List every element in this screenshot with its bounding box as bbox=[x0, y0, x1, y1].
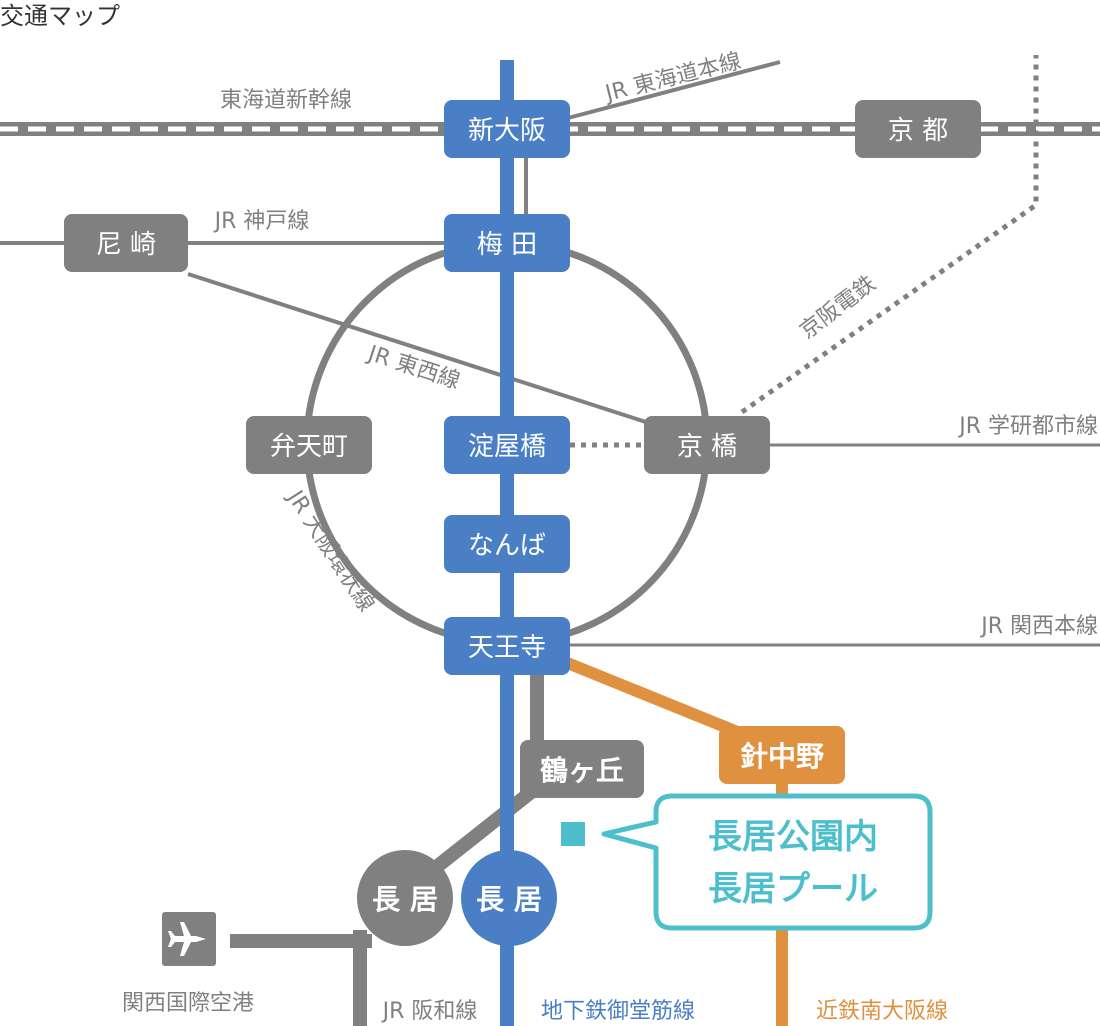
station-yodoyabashi[interactable]: 淀屋橋 bbox=[444, 416, 570, 474]
label-kansai-airport: 関西国際空港 bbox=[122, 991, 254, 1016]
svg-text:天王寺: 天王寺 bbox=[468, 633, 546, 663]
station-nagai-jr[interactable]: 長 居 bbox=[357, 850, 453, 946]
station-kyobashi[interactable]: 京 橋 bbox=[644, 416, 770, 474]
label-keihan: 京阪電鉄 bbox=[795, 271, 880, 344]
jr-tokaido-main-line bbox=[567, 60, 781, 120]
svg-text:京 都: 京 都 bbox=[888, 116, 948, 146]
airplane-icon bbox=[162, 912, 216, 966]
callout-line-1: 長居公園内 bbox=[708, 817, 878, 857]
station-tennoji[interactable]: 天王寺 bbox=[444, 617, 570, 675]
label-kintetsu-minami-osaka: 近鉄南大阪線 bbox=[816, 999, 948, 1024]
svg-text:長 居: 長 居 bbox=[372, 883, 438, 916]
label-jr-gakkentoshi: JR 学研都市線 bbox=[957, 414, 1098, 439]
label-jr-kansai-main: JR 関西本線 bbox=[979, 614, 1098, 639]
svg-text:梅 田: 梅 田 bbox=[477, 230, 537, 260]
svg-text:針中野: 針中野 bbox=[740, 740, 824, 773]
svg-text:淀屋橋: 淀屋橋 bbox=[468, 432, 546, 462]
svg-text:新大阪: 新大阪 bbox=[468, 116, 546, 146]
callout-line-2: 長居プール bbox=[708, 869, 878, 909]
station-kyoto[interactable]: 京 都 bbox=[855, 100, 981, 158]
label-jr-osaka-loop: JR 大阪環状線 bbox=[281, 485, 379, 617]
label-midosuji: 地下鉄御堂筋線 bbox=[541, 999, 695, 1024]
map-title: 交通マップ bbox=[0, 2, 120, 30]
label-tokaido-shinkansen: 東海道新幹線 bbox=[220, 88, 352, 113]
label-jr-hanwa: JR 阪和線 bbox=[381, 999, 478, 1024]
station-amagasaki[interactable]: 尼 崎 bbox=[64, 214, 188, 272]
svg-text:京 橋: 京 橋 bbox=[677, 432, 737, 462]
destination-callout[interactable]: 長居公園内 長居プール bbox=[601, 793, 933, 931]
svg-text:なんば: なんば bbox=[468, 531, 546, 561]
station-shin-osaka[interactable]: 新大阪 bbox=[444, 100, 570, 158]
station-namba[interactable]: なんば bbox=[444, 515, 570, 573]
station-umeda[interactable]: 梅 田 bbox=[444, 214, 570, 272]
svg-text:尼 崎: 尼 崎 bbox=[96, 230, 156, 260]
svg-text:長 居: 長 居 bbox=[476, 883, 542, 916]
label-jr-kobe: JR 神戸線 bbox=[213, 209, 310, 234]
jr-hanwa-line-diagonal bbox=[415, 779, 545, 886]
station-bentencho[interactable]: 弁天町 bbox=[246, 416, 372, 474]
label-jr-tokaido-main: JR 東海道本線 bbox=[601, 49, 744, 107]
jr-tozai-line bbox=[187, 272, 653, 426]
station-harinakano[interactable]: 針中野 bbox=[719, 726, 845, 784]
svg-text:弁天町: 弁天町 bbox=[270, 432, 348, 462]
svg-text:鶴ヶ丘: 鶴ヶ丘 bbox=[540, 754, 624, 787]
station-nagai-subway[interactable]: 長 居 bbox=[461, 850, 557, 946]
station-tsurugaoka[interactable]: 鶴ヶ丘 bbox=[520, 740, 644, 798]
square-marker-icon bbox=[561, 822, 585, 846]
